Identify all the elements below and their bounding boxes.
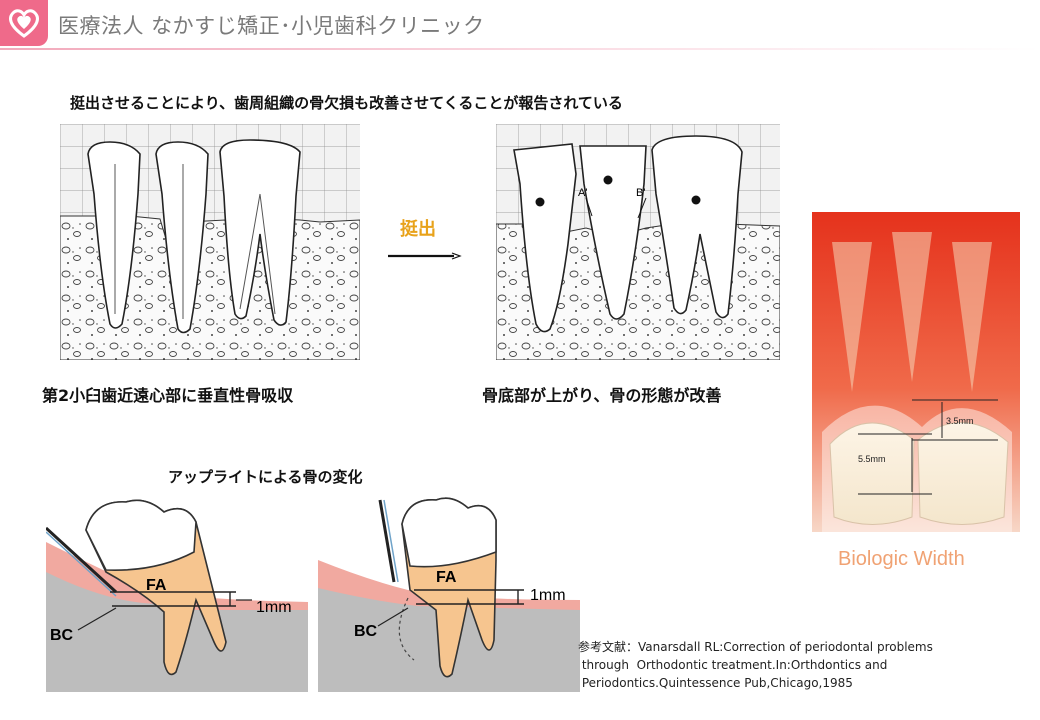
clinic-name: 医療法人 なかすじ矯正･小児歯科クリニック xyxy=(58,14,485,38)
upright-right-fa: FA xyxy=(436,569,457,586)
before-extrusion-diagram xyxy=(60,124,360,360)
biologic-width-caption: Biologic Width xyxy=(838,548,965,570)
bw-measure-right: 3.5mm xyxy=(946,416,974,426)
upright-left-fa: FA xyxy=(146,577,167,594)
header-divider xyxy=(0,48,1040,50)
after-label-b: B' xyxy=(636,187,645,199)
header: 医療法人 なかすじ矯正･小児歯科クリニック xyxy=(0,0,1040,56)
upright-left-measure: 1mm xyxy=(256,599,292,616)
upright-right-bc: BC xyxy=(354,623,378,640)
extrusion-label: 挺出 xyxy=(400,219,436,240)
upright-title: アップライトによる骨の変化 xyxy=(168,468,363,486)
heart-logo-icon xyxy=(0,0,48,46)
after-caption: 骨底部が上がり、骨の形態が改善 xyxy=(482,386,722,405)
biologic-width-illustration: 5.5mm 3.5mm xyxy=(812,212,1020,532)
upright-after-diagram: FA 1mm BC xyxy=(318,497,580,692)
after-label-a: A' xyxy=(578,187,587,199)
after-extrusion-diagram: A' B' xyxy=(496,124,780,360)
upright-left-bc: BC xyxy=(50,627,74,644)
upright-right-measure: 1mm xyxy=(530,587,566,604)
extrusion-arrow-icon xyxy=(388,252,462,260)
reference-citation: 参考文献：Vanarsdall RL:Correction of periodo… xyxy=(578,640,933,690)
before-caption: 第2小臼歯近遠心部に垂直性骨吸収 xyxy=(42,386,294,405)
upright-before-diagram: FA 1mm BC xyxy=(46,499,308,692)
main-caption: 挺出させることにより、歯周組織の骨欠損も改善させてくることが報告されている xyxy=(70,94,623,112)
bw-measure-left: 5.5mm xyxy=(858,454,886,464)
